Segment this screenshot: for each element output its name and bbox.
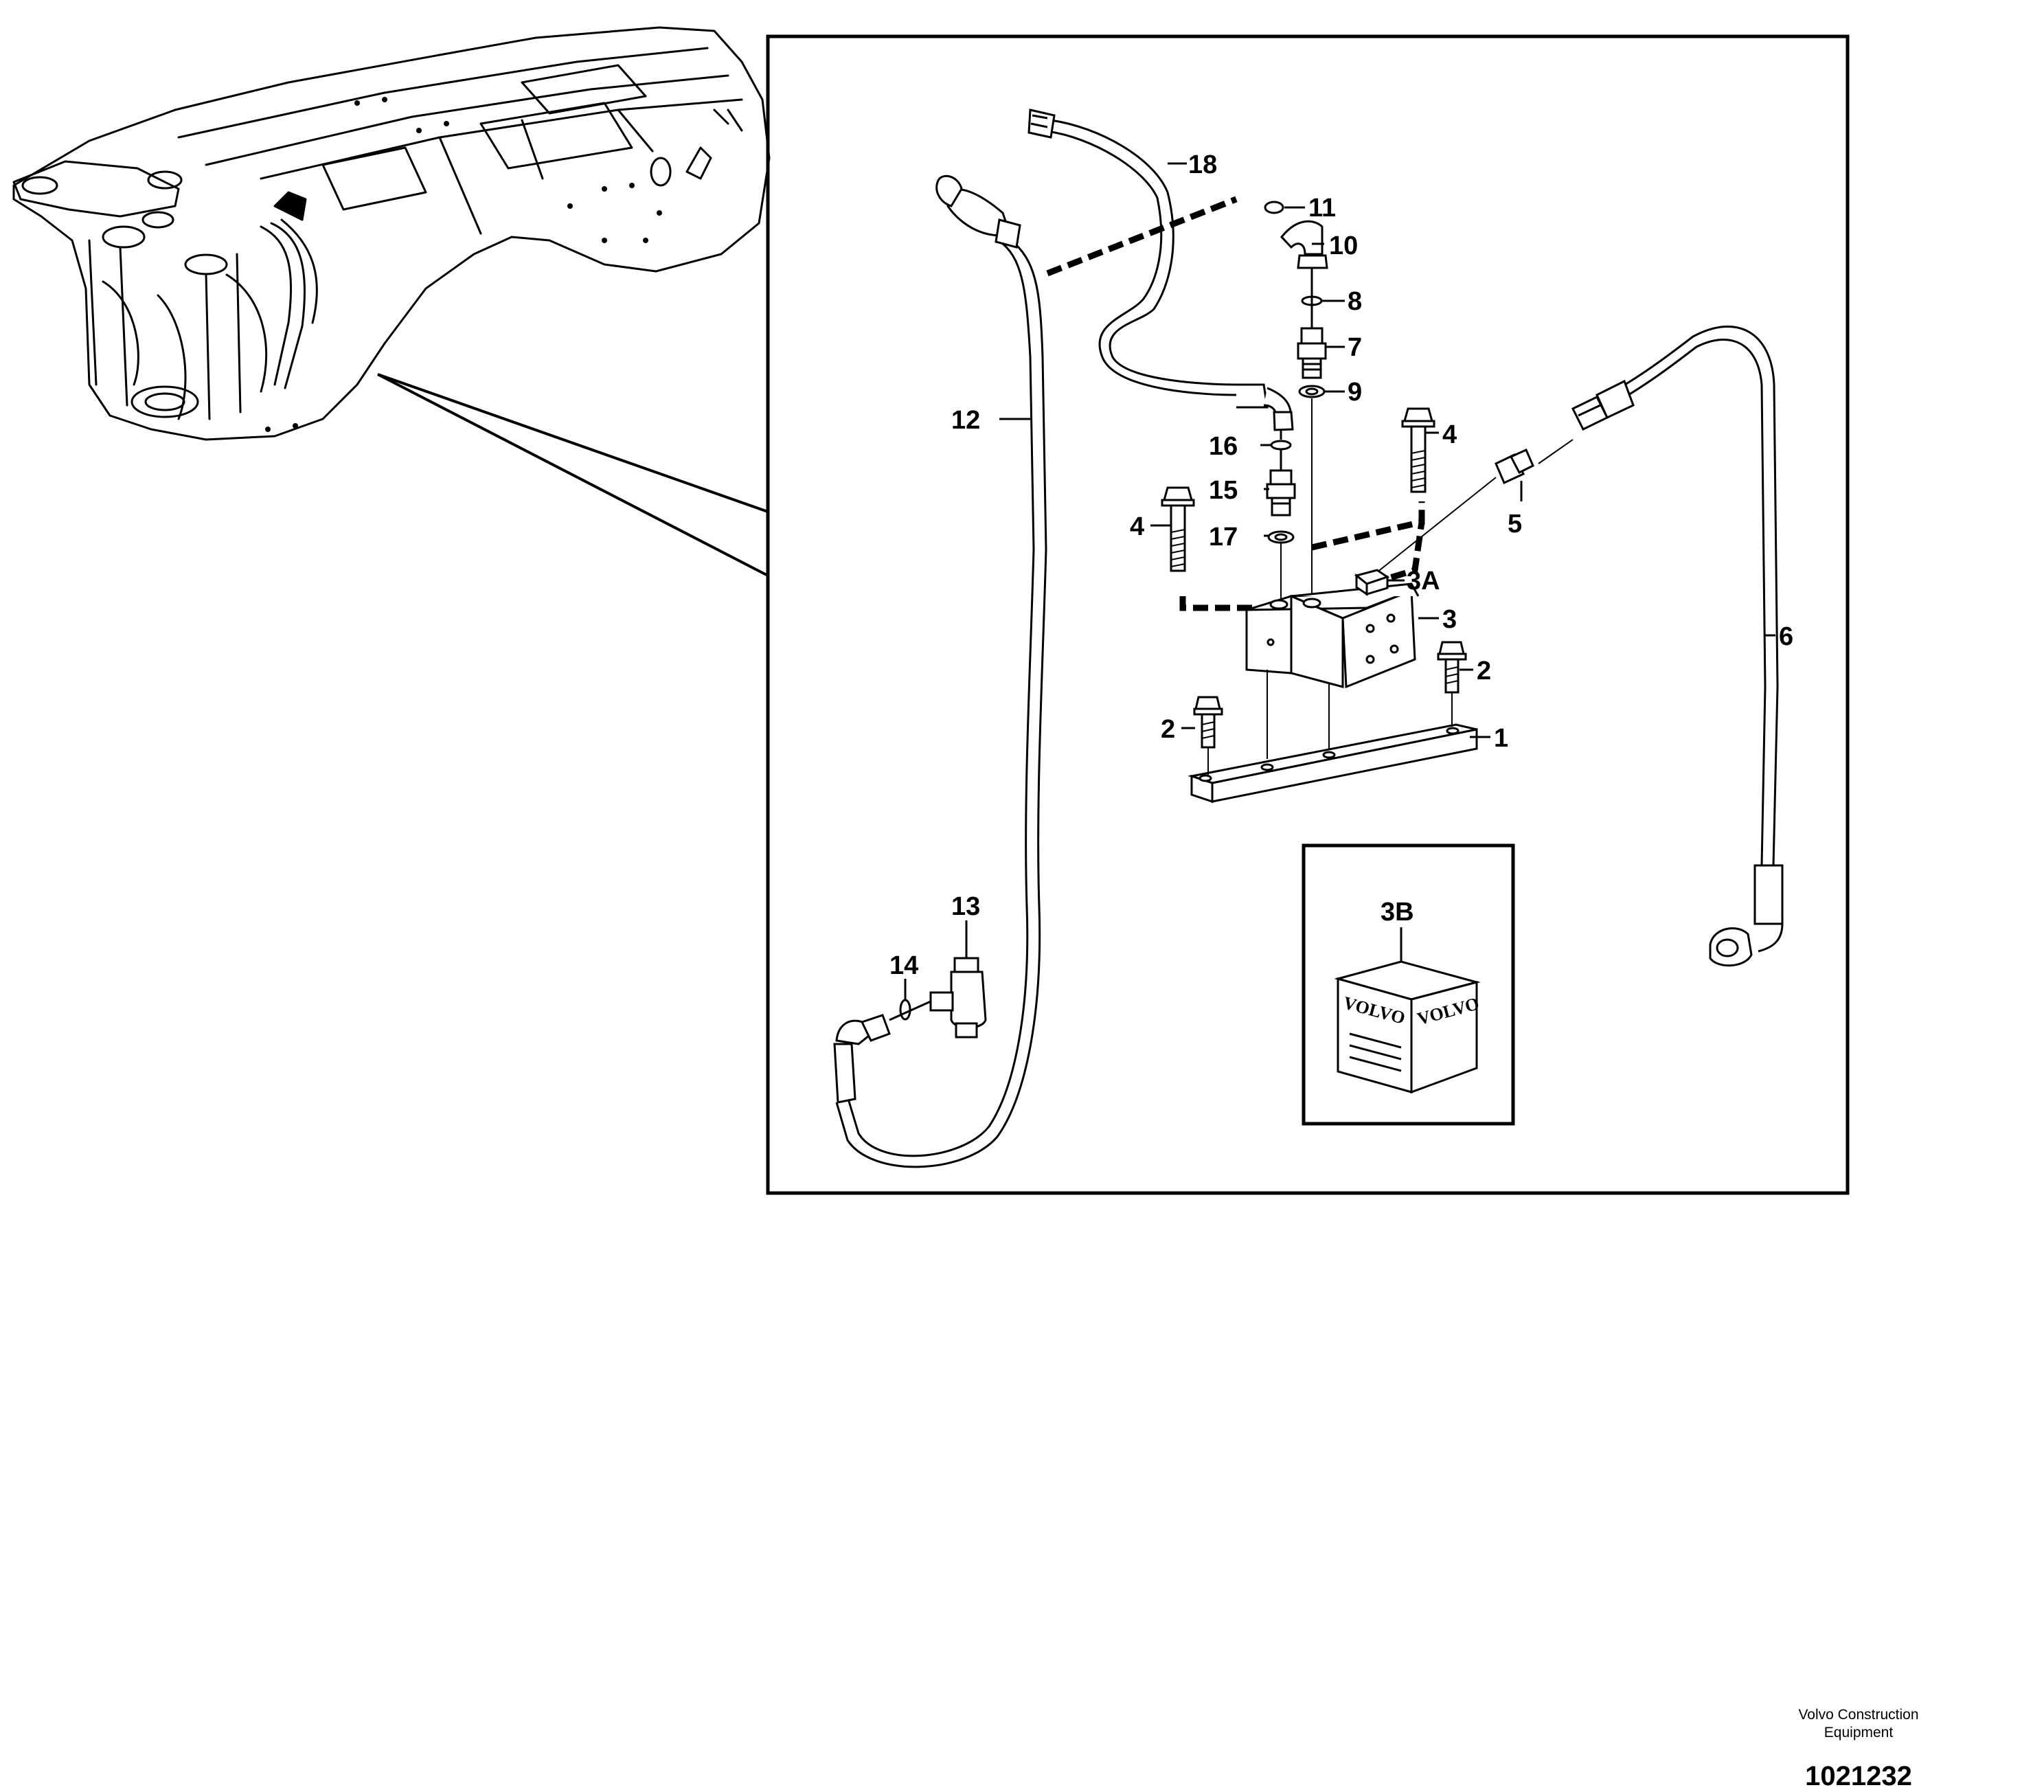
callout-12: 12 <box>951 406 980 435</box>
callout-17: 17 <box>1209 523 1238 552</box>
parts-diagram: VOLVO VOLVO 18 11 10 8 7 9 16 15 17 4 4 … <box>12 26 1850 1195</box>
callout-3B: 3B <box>1381 898 1414 927</box>
leader-lines <box>999 162 1775 738</box>
machine-frame-overview <box>12 26 771 441</box>
callout-1: 1 <box>1494 724 1508 753</box>
valve-block-3 <box>1245 582 1420 759</box>
bolt-4-left <box>1161 486 1195 572</box>
zoom-callout-lines <box>377 373 769 577</box>
hose-12 <box>833 174 1047 1168</box>
callout-4-right: 4 <box>1442 420 1457 449</box>
callout-15: 15 <box>1209 476 1238 505</box>
callout-13: 13 <box>951 892 980 921</box>
callout-3A: 3A <box>1407 567 1440 596</box>
kit-box-frame <box>1302 843 1515 1126</box>
fitting-stack-upper <box>1264 201 1328 604</box>
detail-frame <box>766 34 1850 1195</box>
callout-7: 7 <box>1348 333 1362 362</box>
callout-2-left: 2 <box>1161 715 1175 744</box>
callout-8: 8 <box>1348 287 1362 316</box>
callout-5: 5 <box>1508 510 1522 538</box>
adapter-5 <box>1495 449 1534 501</box>
kit-box-3B <box>1334 927 1481 1094</box>
callout-10: 10 <box>1329 231 1358 260</box>
callout-18: 18 <box>1188 150 1217 179</box>
bolt-4-right <box>1401 407 1435 493</box>
callout-4-left: 4 <box>1130 512 1144 541</box>
footer: Volvo Construction Equipment 1021232 <box>1756 1706 1962 1792</box>
callout-3: 3 <box>1442 605 1457 634</box>
document-number: 1021232 <box>1805 1761 1912 1791</box>
callout-6: 6 <box>1779 622 1793 651</box>
callout-11: 11 <box>1308 194 1336 223</box>
fitting-stack-lower <box>1266 430 1296 601</box>
bolt-2-right <box>1437 641 1467 727</box>
company-name-line2: Equipment <box>1824 1725 1894 1740</box>
hose-6 <box>1571 325 1784 967</box>
callout-16: 16 <box>1209 432 1238 461</box>
hose-18 <box>1027 109 1294 431</box>
bracket-1 <box>1188 723 1478 804</box>
callout-14: 14 <box>889 951 918 980</box>
callout-2-right: 2 <box>1477 657 1491 685</box>
guide-line-6 <box>1538 439 1574 464</box>
solenoid-3A <box>1354 569 1390 596</box>
seal-14 <box>889 979 931 1021</box>
tee-fitting-13 <box>929 920 987 1039</box>
bolt-2-left <box>1193 696 1223 775</box>
company-name-line1: Volvo Construction <box>1798 1707 1919 1723</box>
callout-9: 9 <box>1348 378 1362 407</box>
